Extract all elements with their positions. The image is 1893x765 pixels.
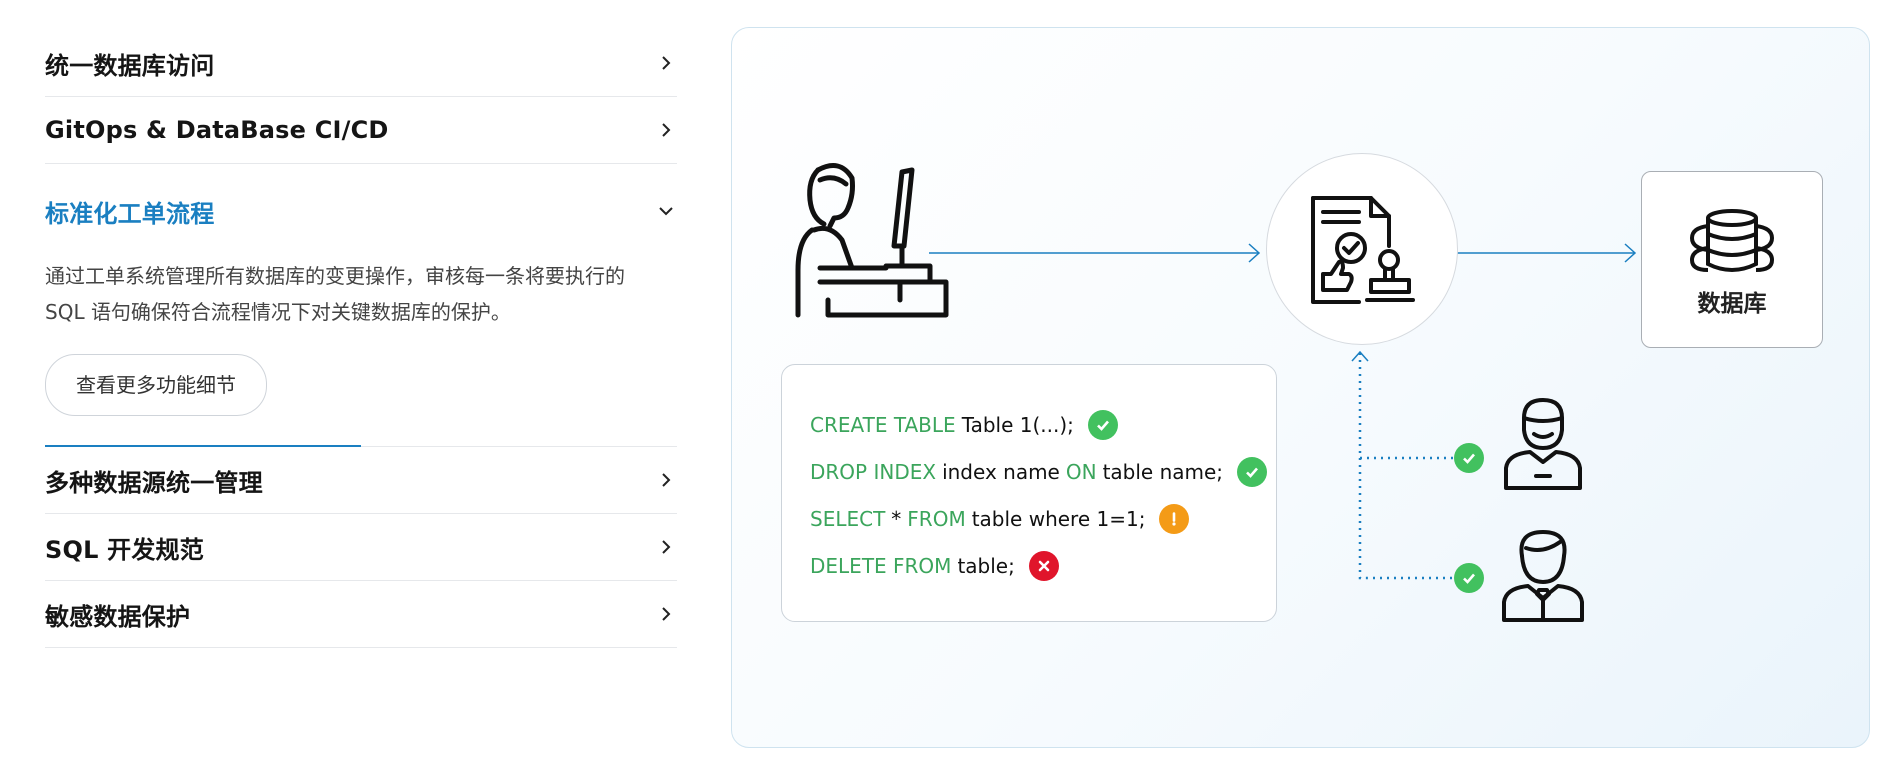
reviewer-icon <box>1500 396 1586 492</box>
accordion-title: 敏感数据保护 <box>45 602 191 631</box>
sql-statement: DELETE FROM table; <box>810 548 1059 584</box>
chevron-down-icon <box>655 200 677 222</box>
database-label: 数据库 <box>1697 291 1767 317</box>
description-line: 通过工单系统管理所有数据库的变更操作，审核每一条将要执行的 <box>45 264 625 288</box>
sql-text: table name; <box>1102 460 1224 484</box>
sql-statement: CREATE TABLE Table 1(...); <box>810 407 1118 443</box>
accordion-header[interactable]: SQL 开发规范 <box>45 514 677 580</box>
warning-icon <box>1159 504 1190 534</box>
accordion-item-unified-access[interactable]: 统一数据库访问 <box>45 30 677 97</box>
accordion-title: 标准化工单流程 <box>45 199 215 228</box>
sql-text: Table 1(...); <box>961 413 1074 437</box>
database-icon <box>1689 209 1775 272</box>
sql-keyword: ON <box>1065 460 1097 484</box>
sql-text: * <box>891 507 902 531</box>
accordion-header[interactable]: 多种数据源统一管理 <box>45 447 677 513</box>
chevron-right-icon <box>655 469 677 491</box>
approved-check-icon <box>1454 443 1484 473</box>
accordion-title: 统一数据库访问 <box>45 51 215 80</box>
chevron-right-icon <box>655 603 677 625</box>
accordion-header[interactable]: GitOps & DataBase CI/CD <box>45 97 677 163</box>
chevron-right-icon <box>655 52 677 74</box>
accordion-title: GitOps & DataBase CI/CD <box>45 116 389 144</box>
accordion-description: 通过工单系统管理所有数据库的变更操作，审核每一条将要执行的 SQL 语句确保符合… <box>45 258 677 330</box>
sql-text: table; <box>957 554 1015 578</box>
sql-text: index name <box>942 460 1060 484</box>
accordion-title: 多种数据源统一管理 <box>45 468 263 497</box>
review-node <box>1266 153 1458 345</box>
accordion-item-multi-datasource[interactable]: 多种数据源统一管理 <box>45 447 677 514</box>
error-icon <box>1028 551 1059 581</box>
accordion-header[interactable]: 统一数据库访问 <box>45 30 677 96</box>
developer-at-computer-icon <box>790 160 950 322</box>
accordion-item-sensitive-data[interactable]: 敏感数据保护 <box>45 581 677 648</box>
accordion-item-gitops[interactable]: GitOps & DataBase CI/CD <box>45 97 677 164</box>
database-node: 数据库 <box>1641 171 1823 348</box>
reviewer-icon <box>1500 528 1586 624</box>
check-icon <box>1237 457 1268 487</box>
sql-keyword: DELETE FROM <box>810 554 952 578</box>
accordion-item-ticket-workflow[interactable]: 标准化工单流程 通过工单系统管理所有数据库的变更操作，审核每一条将要执行的 SQ… <box>45 164 677 447</box>
accordion-title: SQL 开发规范 <box>45 535 204 564</box>
accordion-body: 通过工单系统管理所有数据库的变更操作，审核每一条将要执行的 SQL 语句确保符合… <box>45 258 677 446</box>
accordion-header[interactable]: 敏感数据保护 <box>45 581 677 647</box>
workflow-diagram-panel: 数据库 CREATE TABLE Table 1(...); DROP INDE… <box>731 27 1870 748</box>
approved-check-icon <box>1454 563 1484 593</box>
sql-statement: SELECT * FROM table where 1=1; <box>810 501 1190 537</box>
sql-keyword: CREATE TABLE <box>810 413 956 437</box>
sql-keyword: SELECT <box>810 507 886 531</box>
accordion-header[interactable]: 标准化工单流程 <box>45 164 677 258</box>
more-details-button[interactable]: 查看更多功能细节 <box>45 354 267 416</box>
connector-lines <box>929 243 1637 580</box>
description-line: SQL 语句确保符合流程情况下对关键数据库的保护。 <box>45 300 511 324</box>
sql-statement: DROP INDEX index name ON table name; <box>810 454 1268 490</box>
chevron-right-icon <box>655 119 677 141</box>
feature-accordion: 统一数据库访问 GitOps & DataBase CI/CD 标准化工单流程 … <box>45 30 677 648</box>
accordion-item-sql-standards[interactable]: SQL 开发规范 <box>45 514 677 581</box>
sql-text: table where 1=1; <box>971 507 1146 531</box>
approval-document-icon <box>1311 196 1415 304</box>
accordion-progress-bar <box>45 445 361 447</box>
sql-statements-box: CREATE TABLE Table 1(...); DROP INDEX in… <box>781 364 1277 622</box>
sql-keyword: FROM <box>907 507 966 531</box>
sql-keyword: DROP INDEX <box>810 460 937 484</box>
check-icon <box>1087 410 1118 440</box>
chevron-right-icon <box>655 536 677 558</box>
